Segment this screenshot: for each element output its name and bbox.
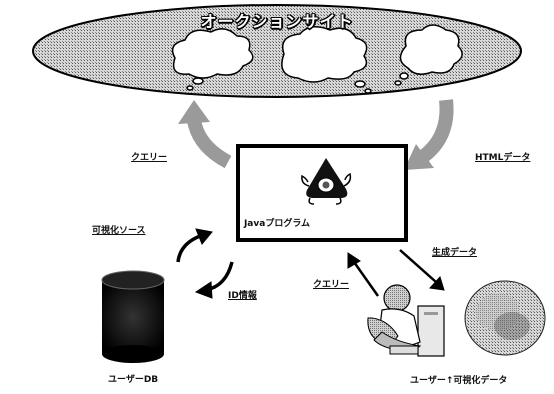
query-arrow-up [178,100,232,169]
user-visual-data-label: ユーザー↑可視化データ [410,376,508,386]
user-db-label: ユーザーDB [108,375,159,385]
visualize-source-label: 可視化ソース [92,226,146,236]
query-label-bottom: クエリー [313,280,350,290]
auction-site-ellipse [32,4,522,98]
user-db-cylinder-icon [101,270,165,363]
java-program-label: Javaプログラム [243,219,311,229]
visualize-source-arrow [176,228,213,263]
id-info-label: ID情報 [228,291,257,301]
html-data-arrow-down [404,99,454,170]
generated-data-label: 生成データ [432,248,478,258]
html-data-label: HTMLデータ [475,153,531,163]
cloud-icon-right [394,24,463,86]
visualization-data-blob [464,280,546,356]
cloud-icon-left [171,28,254,91]
user-at-computer-icon [367,284,445,357]
query-arrow-user [347,252,380,297]
query-label-left: クエリー [131,153,168,163]
cloud-icon-center [281,26,372,94]
auction-site-title: オークションサイト [200,12,354,31]
id-info-arrow [194,261,234,299]
duke-mascot-icon [301,158,352,205]
generated-data-arrow [399,249,445,291]
